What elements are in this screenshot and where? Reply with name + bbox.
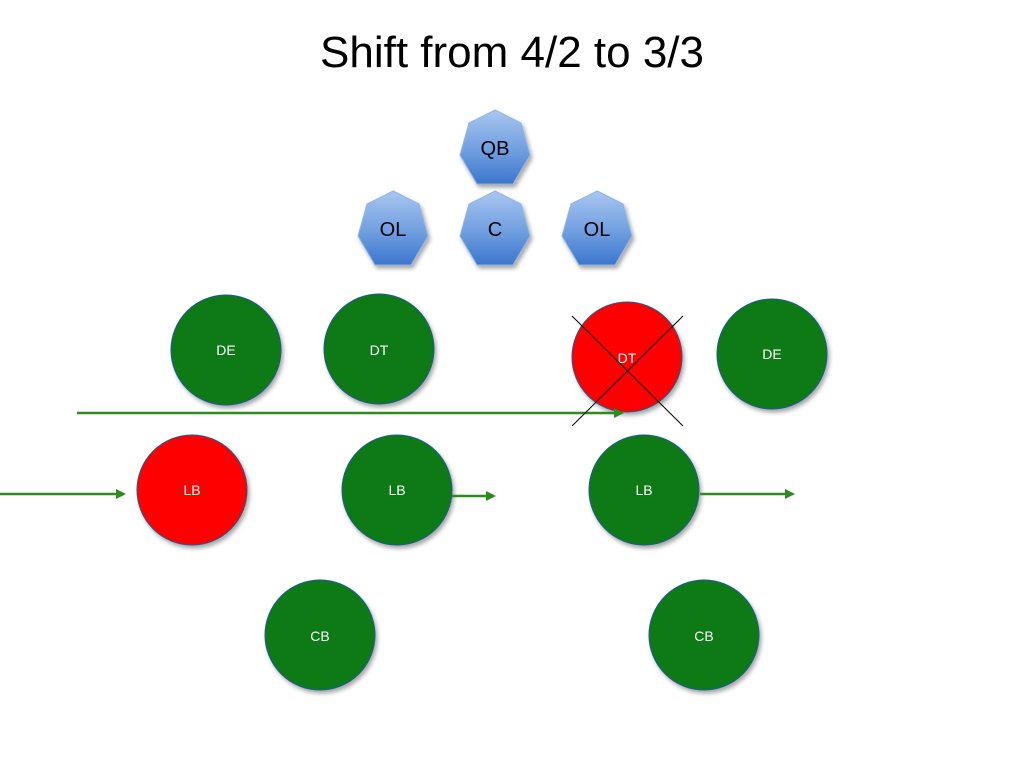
de-left-label: DE xyxy=(216,342,235,358)
defense-group: DE DT DT DE LB LB LB CB xyxy=(136,293,828,691)
lb-middle-marker: LB xyxy=(341,434,453,546)
cb-left-label: CB xyxy=(310,628,329,644)
dt-right-marker: DT xyxy=(571,301,683,413)
de-right-marker: DE xyxy=(716,298,828,410)
lb-right-label: LB xyxy=(635,482,652,498)
qb-label: QB xyxy=(481,138,510,160)
lb-right-marker: LB xyxy=(588,434,700,546)
center-label: C xyxy=(488,219,502,241)
ol-right-marker: OL xyxy=(561,190,633,266)
ol-right-label: OL xyxy=(584,219,611,241)
slide-title: Shift from 4/2 to 3/3 xyxy=(320,28,704,77)
lb-middle-label: LB xyxy=(388,482,405,498)
dt-right-label: DT xyxy=(618,350,637,366)
lb-left-marker: LB xyxy=(136,434,248,546)
cb-right-label: CB xyxy=(694,628,713,644)
de-left-marker: DE xyxy=(170,294,282,406)
ol-left-label: OL xyxy=(380,219,407,241)
de-right-label: DE xyxy=(762,346,781,362)
arrows-group xyxy=(0,408,795,501)
dt-left-marker: DT xyxy=(323,293,435,405)
offense-group: QB OL C OL xyxy=(357,109,633,266)
cb-left-marker: CB xyxy=(264,579,376,691)
center-marker: C xyxy=(459,190,531,266)
ol-left-marker: OL xyxy=(357,190,429,266)
qb-marker: QB xyxy=(459,109,531,185)
removed-cross xyxy=(571,315,684,427)
dt-left-label: DT xyxy=(370,342,389,358)
lb-left-label: LB xyxy=(183,482,200,498)
cb-right-marker: CB xyxy=(648,579,760,691)
